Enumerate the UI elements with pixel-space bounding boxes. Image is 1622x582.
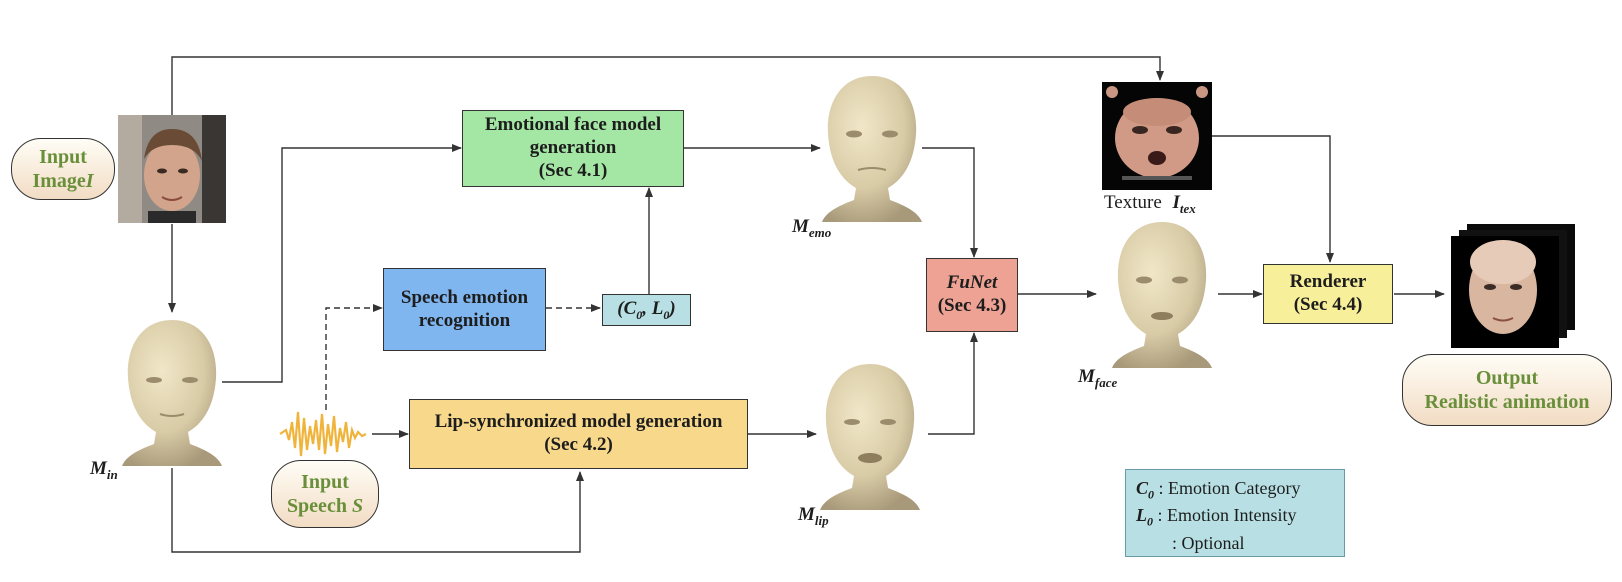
label-mface-sub: face	[1094, 374, 1118, 390]
emotional-line2: generation	[529, 137, 617, 159]
head-memo-icon	[818, 72, 926, 227]
edge-speech-to-ser	[325, 304, 383, 410]
label-min: Min	[90, 458, 118, 483]
output-line2: Realistic animation	[1424, 391, 1590, 413]
label-memo-base: M	[792, 216, 809, 237]
head-mface-icon	[1108, 218, 1216, 373]
emotional-line1: Emotional face model	[484, 114, 662, 136]
c0-l0-box: (C0, L0)	[602, 294, 691, 326]
edge-image-to-texture	[171, 56, 1164, 115]
renderer-line2: (Sec 4.4)	[1293, 294, 1363, 315]
c0l0-csub: 0	[636, 307, 643, 322]
head-min-icon	[118, 316, 226, 471]
edge-mlip-to-funet	[928, 332, 978, 435]
output-line1: Output	[1475, 367, 1539, 389]
label-mlip: Mlip	[798, 504, 829, 529]
label-mlip-sub: lip	[814, 512, 829, 528]
emotional-face-model-box: Emotional face model generation (Sec 4.1…	[462, 110, 684, 187]
head-mlip-icon	[816, 360, 924, 515]
legend-row-optional: : Optional	[1136, 531, 1334, 556]
renderer-line1: Renderer	[1289, 271, 1367, 293]
label-min-sub: in	[106, 466, 118, 482]
texture-label: Texture Itex	[1104, 192, 1196, 217]
input-speech-word: Speech	[286, 495, 347, 517]
output-pill: Output Realistic animation	[1402, 354, 1612, 426]
edge-min-to-lip	[171, 468, 584, 553]
texture-base: I	[1172, 192, 1180, 213]
funet-line2: (Sec 4.3)	[937, 295, 1007, 316]
label-memo: Memo	[792, 216, 831, 241]
input-image-word: Image	[32, 170, 86, 192]
lip-sync-model-box: Lip-synchronized model generation (Sec 4…	[409, 399, 748, 469]
edge-texture-to-renderer	[1212, 135, 1334, 263]
label-mlip-base: M	[798, 504, 815, 525]
texture-sub: tex	[1179, 200, 1196, 216]
emotional-line3: (Sec 4.1)	[538, 159, 608, 181]
lip-line1: Lip-synchronized model generation	[434, 411, 723, 433]
input-speech-line1: Input	[301, 471, 349, 493]
label-mface: Mface	[1078, 366, 1117, 391]
legend-box: C0 : Emotion Category L0 : Emotion Inten…	[1125, 469, 1345, 557]
input-image-line1: Input	[39, 146, 87, 168]
edge-memo-to-funet	[922, 147, 978, 258]
legend-c0-sub: 0	[1148, 487, 1155, 502]
audio-waveform-icon	[279, 411, 367, 457]
legend-row-c0: C0 : Emotion Category	[1136, 476, 1334, 503]
input-image-var: I	[85, 170, 94, 192]
input-speech-line2: Speech S	[287, 494, 363, 518]
face-texture-map	[1102, 82, 1212, 190]
input-image-pill: Input ImageI	[11, 138, 115, 200]
legend-l0-sym: L	[1136, 505, 1147, 526]
legend-l0-sub: 0	[1147, 514, 1153, 529]
texture-word: Texture	[1104, 192, 1162, 213]
c0-l0-text: (C0, L0)	[617, 298, 675, 322]
c0l0-lsub: 0	[663, 307, 670, 322]
label-memo-sub: emo	[808, 224, 832, 240]
legend-opt-text: : Optional	[1172, 532, 1245, 553]
speech-emotion-recognition-box: Speech emotion recognition	[383, 268, 546, 351]
legend-l0-text: : Emotion Intensity	[1153, 505, 1297, 526]
texture-var: Itex	[1172, 192, 1196, 216]
c0l0-l: L	[651, 297, 664, 319]
ser-line1: Speech emotion	[400, 286, 529, 308]
input-speech-var: S	[351, 495, 364, 517]
input-speech-pill: Input Speech S	[271, 460, 379, 528]
ser-line2: recognition	[418, 309, 511, 331]
edge-min-to-emotional	[222, 144, 462, 383]
funet-line1: FuNet	[946, 272, 998, 294]
legend-c0-sym: C	[1136, 478, 1149, 498]
renderer-box: Renderer (Sec 4.4)	[1263, 264, 1393, 324]
lip-line2: (Sec 4.2)	[544, 434, 613, 455]
label-mface-base: M	[1078, 366, 1095, 387]
c0l0-c: C	[623, 297, 637, 319]
input-image-line2: ImageI	[32, 169, 93, 193]
c0l0-open: (	[617, 297, 624, 319]
output-frames	[1451, 224, 1575, 348]
legend-c0-text: : Emotion Category	[1154, 478, 1301, 498]
label-min-base: M	[90, 458, 107, 479]
legend-row-l0: L0 : Emotion Intensity	[1136, 503, 1334, 530]
c0l0-sep: ,	[642, 297, 652, 319]
funet-box: FuNet (Sec 4.3)	[926, 258, 1018, 332]
c0l0-close: )	[669, 297, 676, 319]
portrait-photo	[118, 115, 226, 223]
